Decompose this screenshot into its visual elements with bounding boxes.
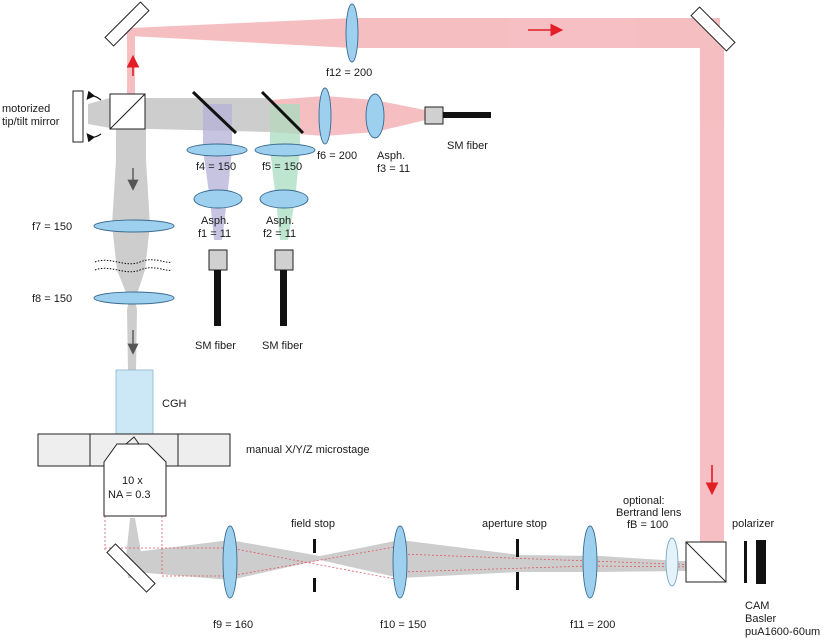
motorized-mirror: [72, 90, 102, 143]
objective: [103, 436, 167, 517]
beamsplitter-bottom: [685, 541, 727, 583]
label-cam-2: Basler: [745, 613, 777, 625]
label-f8: f8 = 150: [32, 293, 72, 305]
field-stop: [313, 539, 316, 592]
label-f4: f4 = 150: [196, 161, 236, 173]
label-f10: f10 = 150: [380, 619, 426, 631]
label-f12: f12 = 200: [326, 67, 372, 79]
lens-f7: [93, 219, 175, 233]
label-aperture-stop: aperture stop: [482, 518, 547, 530]
lens-asph-f1: [193, 189, 243, 209]
label-asph3-2: f3 = 11: [377, 163, 410, 175]
top-right-mirror: [690, 6, 736, 52]
label-f7: f7 = 150: [32, 221, 72, 233]
label-bertrand-3: fB = 100: [627, 519, 668, 531]
red-arrows: [126, 23, 719, 496]
camera: [756, 540, 766, 584]
label-microstage: manual X/Y/Z microstage: [246, 444, 370, 456]
lens-bertrand: [665, 537, 679, 587]
label-motorized-1: motorized: [2, 103, 50, 115]
lenses: [93, 3, 598, 599]
label-asph3-1: Asph.: [377, 150, 405, 162]
label-motorized-2: tip/tilt mirror: [2, 116, 60, 128]
polarizer: [744, 541, 747, 583]
lens-f4: [186, 143, 248, 157]
lens-f5: [254, 143, 316, 157]
label-bertrand-1: optional:: [623, 495, 665, 507]
lens-f8: [93, 291, 175, 305]
label-f9: f9 = 160: [213, 619, 253, 631]
path-break: [94, 259, 173, 273]
lens-f12: [345, 3, 359, 63]
aperture-stop: [516, 539, 519, 590]
red-beam: [127, 18, 724, 550]
beamsplitter-top: [109, 93, 146, 130]
label-field-stop: field stop: [291, 518, 335, 530]
label-cam-3: puA1600-60um: [745, 626, 820, 638]
lens-f9: [222, 525, 238, 599]
dichroic-mirrors: [191, 90, 305, 135]
label-sm-fiber-2: SM fiber: [262, 340, 303, 352]
bottom-left-mirror: [106, 543, 156, 593]
label-objective-2: NA = 0.3: [108, 489, 151, 501]
label-polarizer: polarizer: [732, 518, 775, 530]
label-f6: f6 = 200: [317, 150, 357, 162]
fiber-2: [274, 249, 294, 326]
label-sm-fiber-right: SM fiber: [447, 140, 488, 152]
lens-f11: [582, 525, 598, 599]
label-asph1-1: Asph.: [201, 215, 229, 227]
fiber-1: [208, 249, 228, 326]
top-left-mirror: [104, 1, 150, 47]
label-asph2-2: f2 = 11: [263, 228, 296, 240]
label-f11: f11 = 200: [570, 619, 615, 631]
lens-asph-f3: [365, 93, 385, 139]
label-f5: f5 = 150: [262, 161, 302, 173]
label-asph2-1: Asph.: [266, 215, 294, 227]
label-asph1-2: f1 = 11: [198, 228, 231, 240]
imaging-rays: [104, 516, 701, 581]
cgh: [115, 369, 154, 437]
label-sm-fiber-1: SM fiber: [195, 340, 236, 352]
label-bertrand-2: Bertrand lens: [616, 507, 682, 519]
lens-f10: [392, 525, 408, 599]
lens-f6: [318, 87, 332, 145]
label-objective-1: 10 x: [122, 475, 143, 487]
fiber-right: [424, 106, 491, 125]
lens-asph-f2: [259, 189, 309, 209]
label-cgh: CGH: [162, 398, 187, 410]
label-cam-1: CAM: [745, 600, 769, 612]
